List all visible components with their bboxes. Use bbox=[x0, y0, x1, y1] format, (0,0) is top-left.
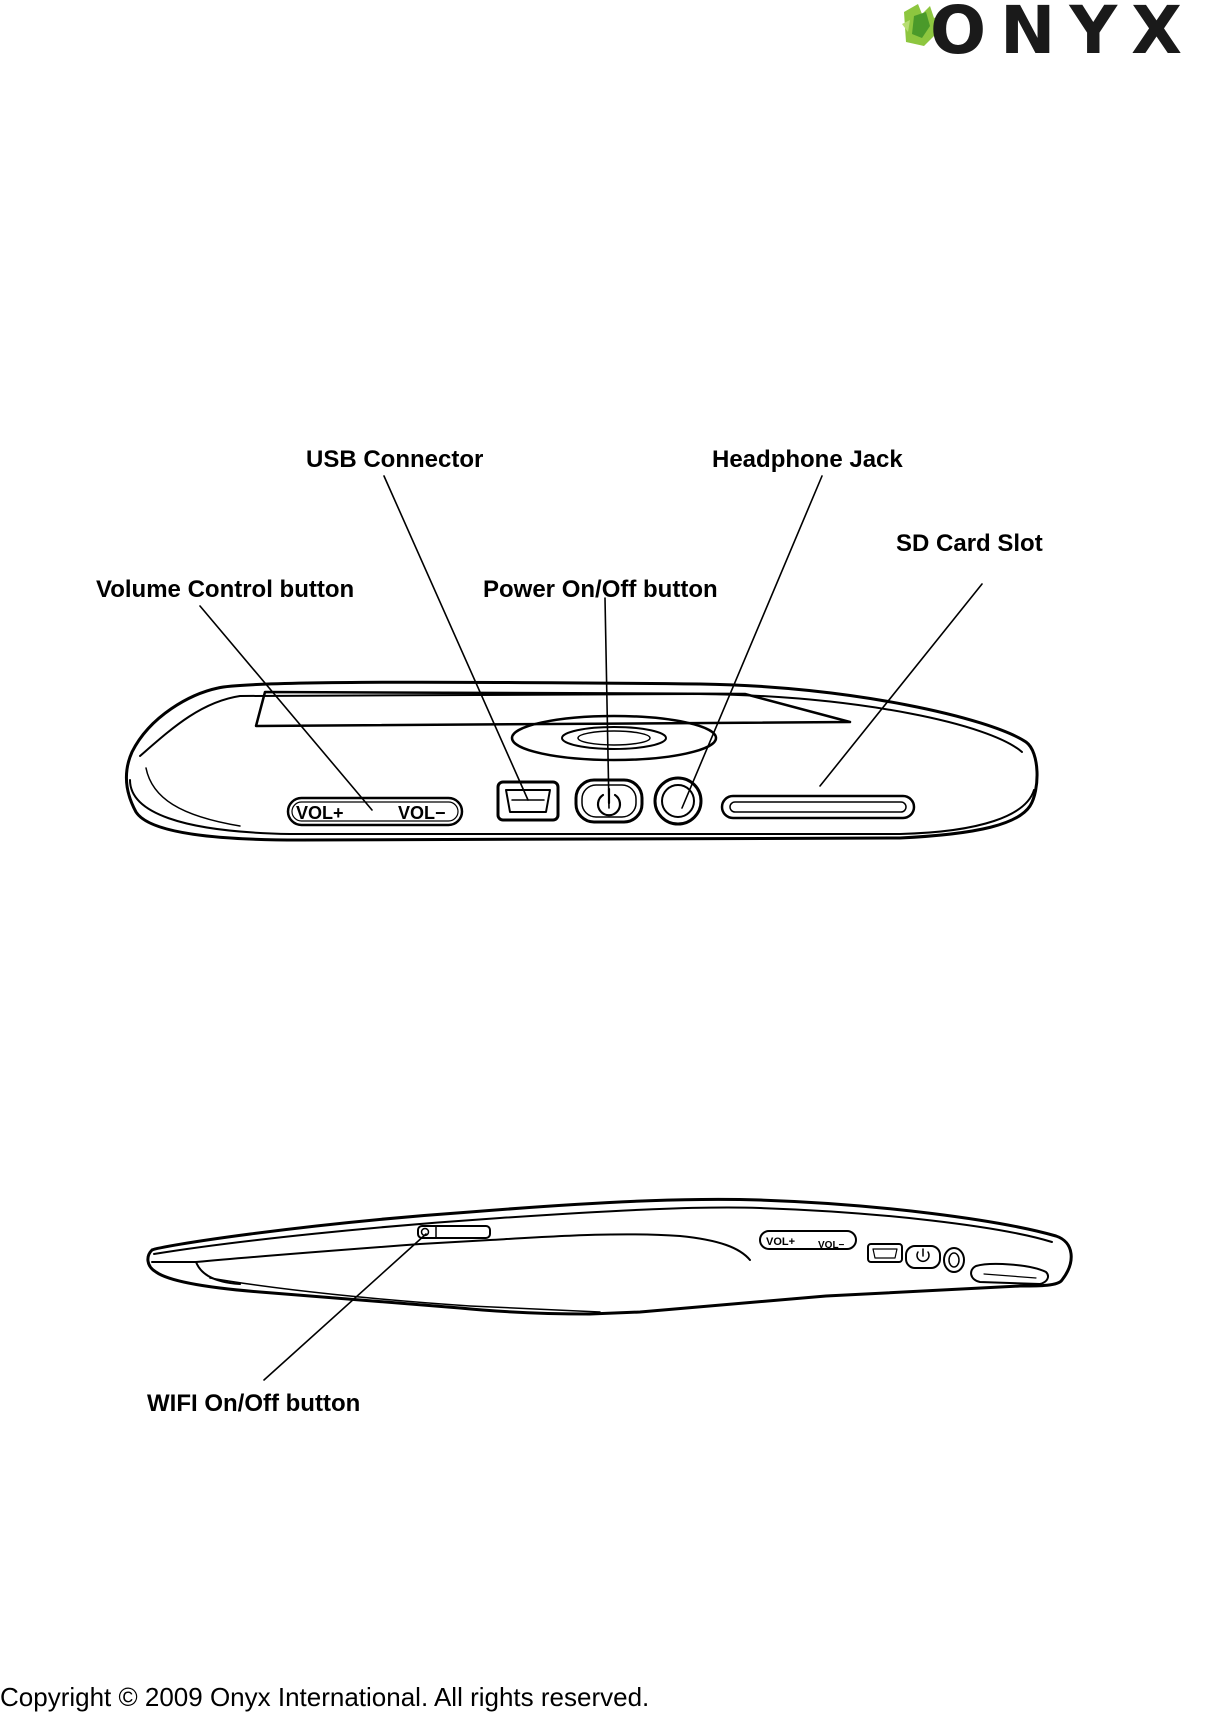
copyright-notice: Copyright © 2009 Onyx International. All… bbox=[0, 1682, 650, 1712]
side-headphone-jack bbox=[943, 1247, 965, 1273]
side-power-button bbox=[905, 1245, 941, 1269]
wifi-button-label: WIFI On/Off button bbox=[147, 1390, 361, 1417]
side-view-device bbox=[146, 1197, 1073, 1316]
sd-card-slot-drawing bbox=[720, 794, 916, 820]
power-leader bbox=[604, 597, 610, 809]
wifi-leader bbox=[263, 1233, 427, 1381]
side-sd-slot bbox=[970, 1263, 1049, 1285]
usb-leader bbox=[383, 475, 529, 801]
volume-rocker bbox=[286, 796, 464, 827]
onyx-leaf-icon bbox=[902, 4, 940, 46]
volume-leader bbox=[199, 605, 373, 811]
headphone-jack-drawing bbox=[653, 776, 703, 826]
side-usb-port bbox=[867, 1243, 903, 1263]
vol-plus-marking: VOL+ bbox=[296, 803, 344, 823]
onyx-logo: ONYX bbox=[930, 0, 1197, 69]
wifi-switch-drawing bbox=[417, 1225, 491, 1239]
power-button-label: Power On/Off button bbox=[483, 576, 718, 603]
headphone-jack-label: Headphone Jack bbox=[712, 446, 903, 473]
volume-control-label: Volume Control button bbox=[96, 576, 355, 603]
sd-card-slot-label: SD Card Slot bbox=[896, 530, 1043, 557]
headphone-leader bbox=[681, 475, 823, 809]
side-volume-rocker bbox=[759, 1230, 857, 1250]
top-view-device bbox=[124, 680, 1039, 842]
vol-minus-marking: VOL− bbox=[398, 803, 446, 823]
sd-leader bbox=[819, 583, 983, 787]
usb-port bbox=[496, 780, 560, 822]
top-view-leader-lines bbox=[199, 475, 983, 811]
usb-connector-label: USB Connector bbox=[306, 446, 484, 473]
side-vol-minus-marking: VOL− bbox=[818, 1240, 845, 1251]
side-vol-plus-marking: VOL+ bbox=[766, 1236, 795, 1248]
